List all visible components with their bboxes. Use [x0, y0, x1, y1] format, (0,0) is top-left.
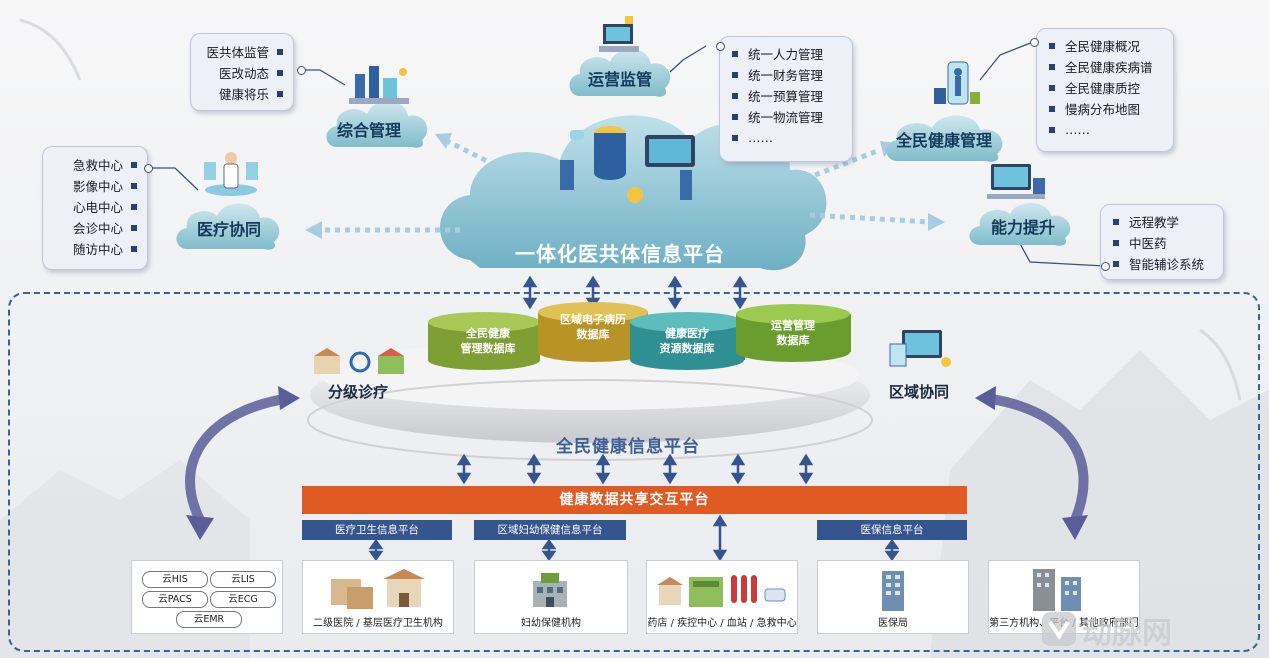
- cloud-shape: [326, 100, 428, 148]
- institution-caption: 二级医院 / 基层医疗卫生机构: [313, 618, 443, 629]
- health-scan-icon: [934, 61, 980, 105]
- list-item[interactable]: ……: [720, 127, 852, 148]
- cloud-systems-box: 云HIS 云LIS 云PACS 云ECG 云EMR: [131, 560, 283, 634]
- db-label-emr: 区域电子病历数据库: [543, 312, 643, 342]
- database-name: 区域电子病历数据库: [560, 313, 626, 341]
- cloud-shape: [176, 203, 280, 250]
- list-item[interactable]: 全民健康质控: [1037, 77, 1173, 98]
- cloud-integrated-title: 综合管理: [337, 121, 402, 140]
- list-item[interactable]: 慢病分布地图: [1037, 98, 1173, 119]
- cloud-system-pill[interactable]: 云ECG: [210, 591, 276, 608]
- list-item[interactable]: 会诊中心: [43, 217, 147, 238]
- database-cylinders: [428, 302, 851, 370]
- insurance-bureau-icon: [882, 571, 904, 611]
- list-integrated: 医共体监管 医改动态 健康将乐: [190, 33, 294, 111]
- maternity-hospital-icon: [533, 573, 567, 607]
- institution-box[interactable]: 二级医院 / 基层医疗卫生机构: [302, 560, 454, 634]
- tiered-care-icon: [314, 348, 404, 374]
- region-dashed-frame: [8, 292, 1260, 652]
- db-emr: [538, 302, 648, 362]
- db-label-resources: 健康医疗资源数据库: [641, 326, 733, 356]
- list-item[interactable]: 统一财务管理: [720, 64, 852, 85]
- connector-dot: [1101, 262, 1110, 271]
- institution-caption: 医保局: [878, 618, 908, 629]
- list-capability: 远程教学 中医药 智能辅诊系统: [1100, 204, 1224, 280]
- watermark-logo-icon: [1042, 612, 1076, 646]
- cloud-health-management-title: 全民健康管理: [896, 131, 993, 150]
- list-item[interactable]: 影像中心: [43, 175, 147, 196]
- list-item[interactable]: 健康将乐: [191, 83, 293, 104]
- list-medical: 急救中心 影像中心 心电中心 会诊中心 随访中心: [42, 146, 148, 270]
- list-item[interactable]: ……: [1037, 119, 1173, 140]
- institution-caption: 妇幼保健机构: [521, 618, 581, 629]
- regional-collab-label: 区域协同: [889, 383, 950, 401]
- health-services-icon: [657, 575, 786, 607]
- cloud-shape: [969, 202, 1071, 246]
- server-monitor-icon: [599, 16, 639, 52]
- institution-caption: 药店 / 疾控中心 / 血站 / 急救中心: [647, 618, 797, 629]
- watermark-text: 动脉网: [1082, 616, 1172, 651]
- list-item[interactable]: 智能辅诊系统: [1101, 253, 1223, 274]
- cloud-system-pill[interactable]: 云HIS: [142, 571, 208, 588]
- city-dashboard-icon: [349, 66, 409, 104]
- list-item[interactable]: 心电中心: [43, 196, 147, 217]
- cloud-shape: [886, 115, 1003, 162]
- hospital-buildings-icon: [331, 569, 425, 609]
- cloud-system-pill[interactable]: 云EMR: [176, 611, 242, 628]
- sub-platform-medical[interactable]: 医疗卫生信息平台: [302, 520, 452, 540]
- training-screen-icon: [987, 164, 1045, 199]
- list-item[interactable]: 统一人力管理: [720, 43, 852, 64]
- cloud-capability-title: 能力提升: [991, 218, 1056, 237]
- cloud-medical-title: 医疗协同: [197, 220, 262, 239]
- list-health-management: 全民健康概况 全民健康疾病谱 全民健康质控 慢病分布地图 ……: [1036, 28, 1174, 152]
- list-operations: 统一人力管理 统一财务管理 统一预算管理 统一物流管理 ……: [719, 36, 853, 162]
- office-towers-icon: [1033, 569, 1081, 611]
- connector-dot: [1030, 38, 1039, 47]
- cloud-shape: [569, 48, 671, 97]
- sub-platform-maternal[interactable]: 区域妇幼保健信息平台: [474, 520, 626, 540]
- cloud-operations-title: 运营监管: [588, 70, 653, 89]
- connector-dot: [297, 66, 306, 75]
- list-item[interactable]: 统一预算管理: [720, 85, 852, 106]
- list-item[interactable]: 医共体监管: [191, 41, 293, 62]
- db-resources: [630, 312, 745, 370]
- regional-collab-icon: [889, 330, 951, 367]
- db-label-operations: 运营管理数据库: [745, 318, 841, 348]
- connector-dot: [716, 42, 725, 51]
- institution-box[interactable]: 妇幼保健机构: [474, 560, 628, 634]
- center-platform-title: 一体化医共体信息平台: [515, 242, 725, 266]
- institution-box[interactable]: 医保局: [817, 560, 969, 634]
- connector-dot: [144, 164, 153, 173]
- list-item[interactable]: 急救中心: [43, 154, 147, 175]
- list-item[interactable]: 远程教学: [1101, 211, 1223, 232]
- list-item[interactable]: 全民健康疾病谱: [1037, 56, 1173, 77]
- db-health: [428, 312, 540, 370]
- db-label-health: 全民健康管理数据库: [440, 326, 536, 356]
- tiered-care-label: 分级诊疗: [328, 383, 389, 401]
- cloud-system-pill[interactable]: 云PACS: [142, 591, 208, 608]
- national-health-platform-title: 全民健康信息平台: [556, 437, 700, 457]
- database-name: 全民健康管理数据库: [460, 327, 516, 355]
- datacenter-illustration-icon: [560, 126, 695, 203]
- doctor-hologram-icon: [204, 152, 258, 196]
- database-name: 健康医疗资源数据库: [659, 327, 715, 355]
- data-share-platform-bar[interactable]: 健康数据共享交互平台: [302, 486, 967, 514]
- institution-box[interactable]: 药店 / 疾控中心 / 血站 / 急救中心: [646, 560, 798, 634]
- list-item[interactable]: 统一物流管理: [720, 106, 852, 127]
- list-item[interactable]: 随访中心: [43, 238, 147, 259]
- list-item[interactable]: 中医药: [1101, 232, 1223, 253]
- sub-platform-insurance[interactable]: 医保信息平台: [817, 520, 967, 540]
- cloud-system-pill[interactable]: 云LIS: [210, 571, 276, 588]
- db-operations: [736, 304, 851, 362]
- list-item[interactable]: 全民健康概况: [1037, 35, 1173, 56]
- list-item[interactable]: 医改动态: [191, 62, 293, 83]
- database-name: 运营管理数据库: [771, 319, 815, 347]
